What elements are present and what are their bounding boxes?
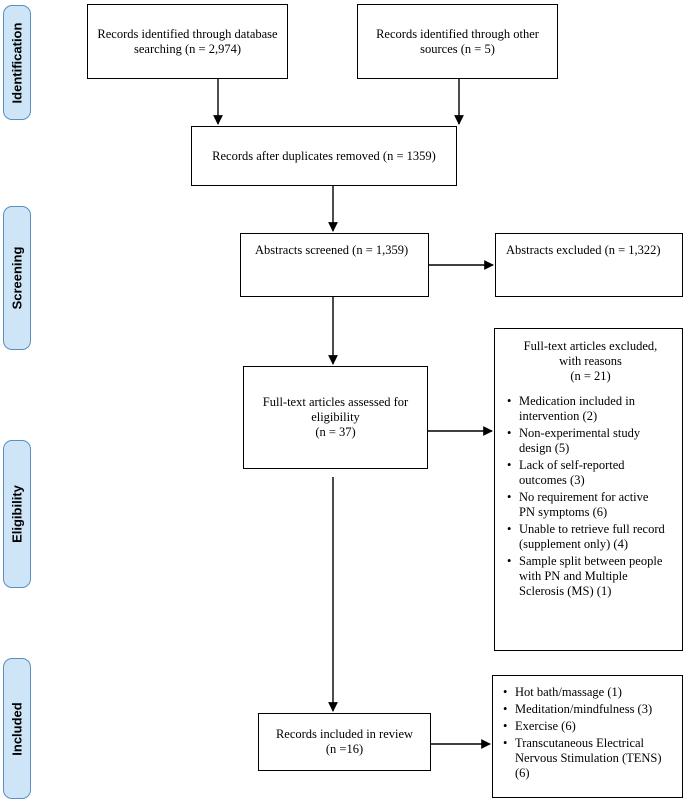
exclusion-reason-line: Unable to retrieve full record [519, 522, 665, 536]
intervention-item: Hot bath/massage (1) [501, 685, 676, 700]
exclusion-reason-line: Sample split between people [519, 554, 663, 568]
exclusion-reason: Non-experimental study design (5) [505, 426, 676, 456]
duplicates-removed-box: Records after duplicates removed (n = 13… [191, 126, 457, 186]
fulltext-assessed-line-3: (n = 37) [315, 425, 356, 439]
exclusion-reason: Unable to retrieve full record (suppleme… [505, 522, 676, 552]
exclusion-reason-line: Sclerosis (MS) (1) [519, 584, 612, 598]
fulltext-excluded-header-line-1: Full-text articles excluded, [523, 339, 658, 353]
exclusion-reason-line: Lack of self-reported [519, 458, 625, 472]
phase-identification: Identification [3, 5, 31, 120]
exclusion-reason: Medication included in intervention (2) [505, 394, 676, 424]
database-records-line-1: Records identified through database [97, 26, 278, 41]
records-included-box: Records included in review (n =16) [258, 713, 431, 771]
intervention-item: Meditation/mindfulness (3) [501, 702, 676, 717]
abstracts-screened-box: Abstracts screened (n = 1,359) [240, 233, 429, 297]
other-sources-line-1: Records identified through other [376, 26, 539, 41]
intervention-line: Hot bath/massage (1) [515, 685, 622, 699]
exclusion-reason-line: No requirement for active [519, 490, 649, 504]
fulltext-assessed-line-1: Full-text articles assessed for [262, 395, 409, 409]
database-records-box: Records identified through database sear… [87, 4, 288, 79]
exclusion-reason-line: (supplement only) (4) [519, 537, 629, 551]
exclusion-reason-line: with PN and Multiple [519, 569, 628, 583]
intervention-item: Exercise (6) [501, 719, 676, 734]
exclusion-reason-line: outcomes (3) [519, 473, 585, 487]
fulltext-excluded-header-line-3: (n = 21) [570, 369, 611, 383]
intervention-line: Nervous Stimulation (TENS) [515, 751, 662, 765]
exclusion-reason-line: Non-experimental study [519, 426, 641, 440]
interventions-box: Hot bath/massage (1) Meditation/mindfuln… [492, 675, 683, 798]
exclusion-reason: No requirement for active PN symptoms (6… [505, 490, 676, 520]
intervention-line: Transcutaneous Electrical [515, 736, 645, 750]
exclusion-reason: Sample split between people with PN and … [505, 554, 676, 599]
records-included-line-1: Records included in review [275, 727, 414, 741]
intervention-line: (6) [515, 766, 530, 780]
exclusion-reason-line: intervention (2) [519, 409, 598, 423]
phase-included: Included [3, 658, 31, 799]
abstracts-excluded-text: Abstracts excluded (n = 1,322) [506, 243, 661, 257]
intervention-line: Meditation/mindfulness (3) [515, 702, 653, 716]
interventions-list: Hot bath/massage (1) Meditation/mindfuln… [501, 685, 676, 781]
database-records-line-2: searching (n = 2,974) [133, 41, 242, 56]
other-sources-box: Records identified through other sources… [357, 4, 558, 79]
fulltext-assessed-line-2: eligibility [311, 410, 360, 424]
exclusion-reason: Lack of self-reported outcomes (3) [505, 458, 676, 488]
exclusion-reason-line: design (5) [519, 441, 570, 455]
phase-eligibility: Eligibility [3, 440, 31, 588]
exclusion-reason-line: Medication included in [519, 394, 635, 408]
phase-screening: Screening [3, 206, 31, 350]
fulltext-assessed-box: Full-text articles assessed for eligibil… [243, 366, 428, 469]
intervention-line: Exercise (6) [515, 719, 576, 733]
exclusion-reasons-list: Medication included in intervention (2) … [505, 394, 676, 599]
exclusion-reason-line: PN symptoms (6) [519, 505, 608, 519]
fulltext-excluded-header-line-2: with reasons [559, 354, 622, 368]
abstracts-excluded-box: Abstracts excluded (n = 1,322) [495, 233, 683, 297]
intervention-item: Transcutaneous Electrical Nervous Stimul… [501, 736, 676, 781]
records-included-line-2: (n =16) [325, 742, 364, 756]
other-sources-line-2: sources (n = 5) [420, 41, 495, 56]
fulltext-excluded-header: Full-text articles excluded, with reason… [505, 339, 676, 384]
abstracts-screened-text: Abstracts screened (n = 1,359) [255, 243, 409, 257]
duplicates-removed-text: Records after duplicates removed (n = 13… [212, 148, 436, 163]
fulltext-excluded-box: Full-text articles excluded, with reason… [494, 328, 683, 651]
